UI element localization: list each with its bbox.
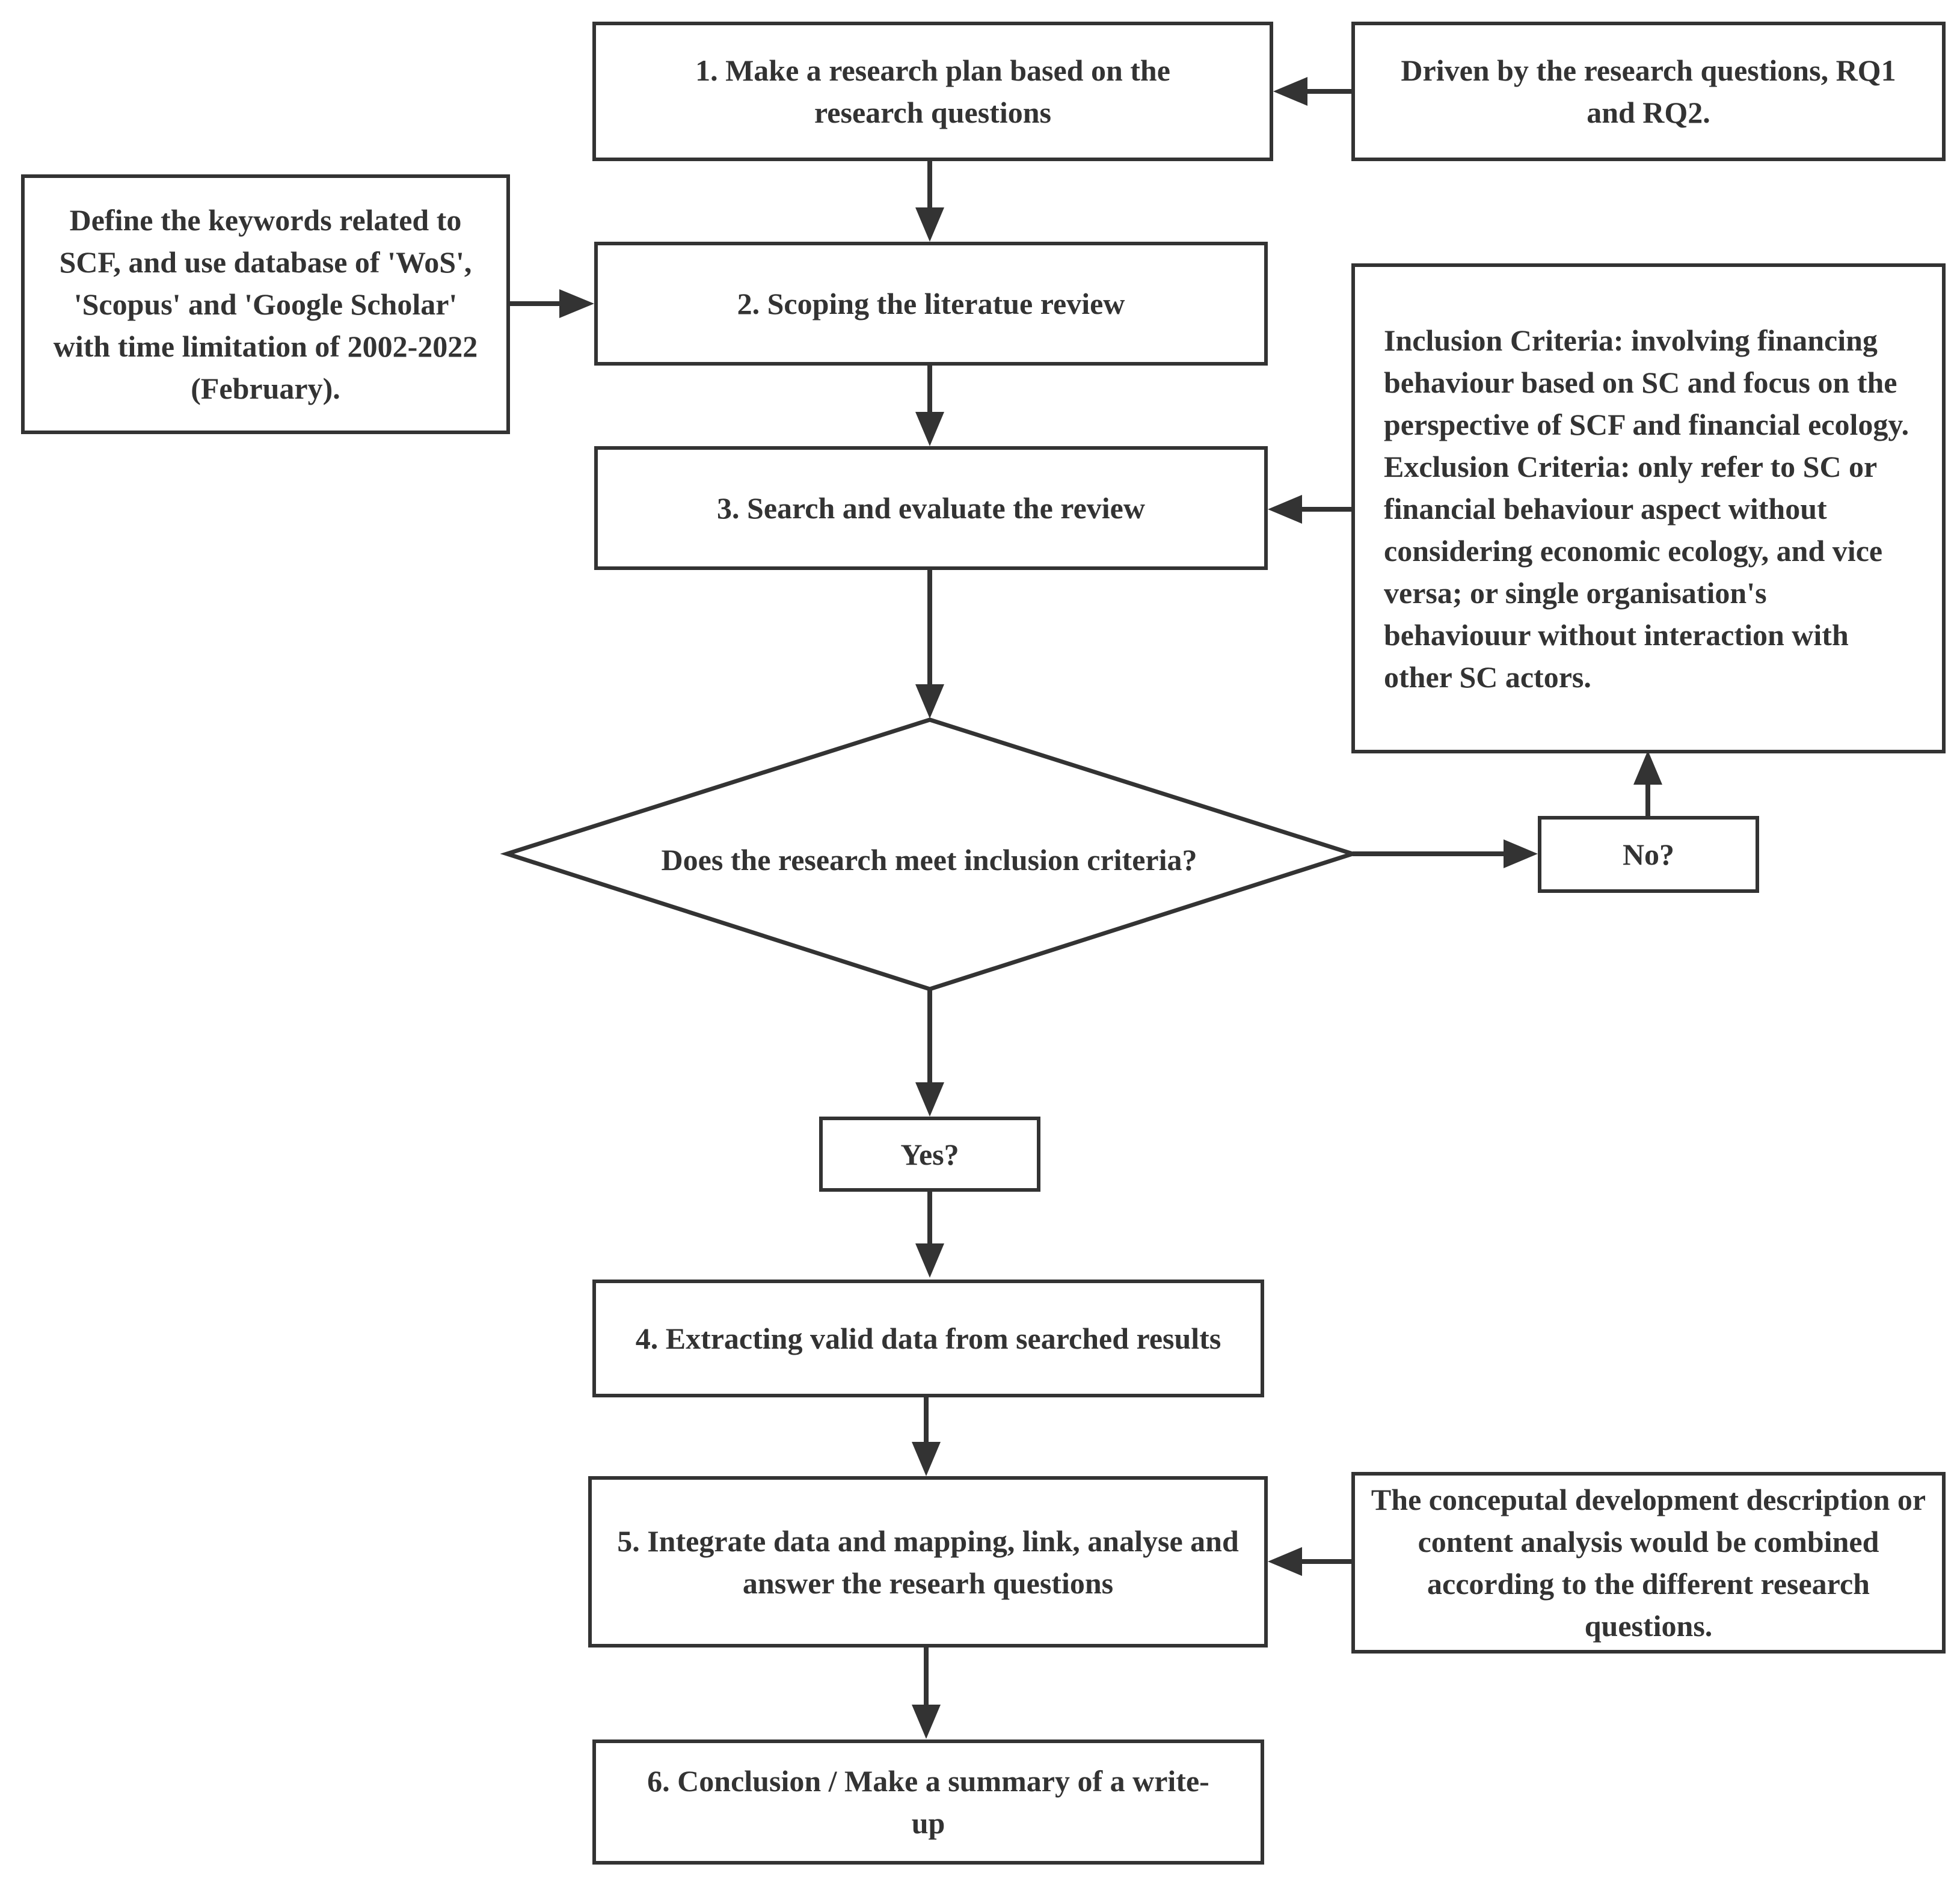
step-6-box: 6. Conclusion / Make a summary of a writ… (592, 1739, 1264, 1865)
criteria-label: Inclusion Criteria: involving financing … (1384, 323, 1909, 694)
arrowhead-conceptual-to-step5 (1268, 1547, 1302, 1576)
step-5-label: 5. Integrate data and mapping, link, ana… (617, 1524, 1239, 1600)
step-1-label: 1. Make a research plan based on the res… (695, 54, 1170, 129)
arrowhead-yes-to-step4 (915, 1243, 944, 1278)
arrowhead-driven-to-step1 (1273, 77, 1307, 106)
step-2-box: 2. Scoping the literatue review (594, 242, 1268, 366)
define-keywords-box: Define the keywords related to SCF, and … (21, 174, 510, 434)
yes-box: Yes? (819, 1117, 1040, 1192)
driven-label: Driven by the research questions, RQ1 an… (1401, 54, 1896, 129)
step-1-box: 1. Make a research plan based on the res… (592, 22, 1273, 161)
arrowhead-step2-to-step3 (915, 412, 944, 446)
step-5-box: 5. Integrate data and mapping, link, ana… (588, 1476, 1268, 1648)
arrowhead-step4-to-step5 (912, 1442, 941, 1476)
define-keywords-label: Define the keywords related to SCF, and … (53, 203, 478, 405)
conceptual-box: The conceputal development description o… (1351, 1472, 1946, 1654)
arrowhead-step1-to-step2 (915, 207, 944, 242)
arrowhead-no-to-criteria (1633, 750, 1662, 785)
step-4-label: 4. Extracting valid data from searched r… (635, 1322, 1221, 1355)
arrowhead-criteria-to-step3 (1268, 495, 1302, 524)
arrowhead-define-to-step2 (559, 289, 594, 318)
arrowhead-step5-to-step6 (912, 1705, 941, 1739)
step-2-label: 2. Scoping the literatue review (737, 287, 1125, 320)
no-label: No? (1622, 838, 1675, 871)
driven-box: Driven by the research questions, RQ1 an… (1351, 22, 1946, 161)
step-6-label: 6. Conclusion / Make a summary of a writ… (647, 1764, 1209, 1840)
decision-diamond (500, 717, 1360, 992)
decision-label: Does the research meet inclusion criteri… (661, 843, 1197, 877)
criteria-box: Inclusion Criteria: involving financing … (1351, 263, 1946, 753)
arrowhead-decision-to-no (1504, 839, 1538, 868)
no-box: No? (1538, 816, 1759, 893)
arrowhead-step3-to-decision (915, 684, 944, 719)
step-3-label: 3. Search and evaluate the review (717, 491, 1145, 525)
step-3-box: 3. Search and evaluate the review (594, 446, 1268, 570)
conceptual-label: The conceputal development description o… (1371, 1483, 1926, 1643)
yes-label: Yes? (900, 1137, 959, 1171)
step-4-box: 4. Extracting valid data from searched r… (592, 1280, 1264, 1397)
arrowhead-decision-to-yes (915, 1082, 944, 1117)
